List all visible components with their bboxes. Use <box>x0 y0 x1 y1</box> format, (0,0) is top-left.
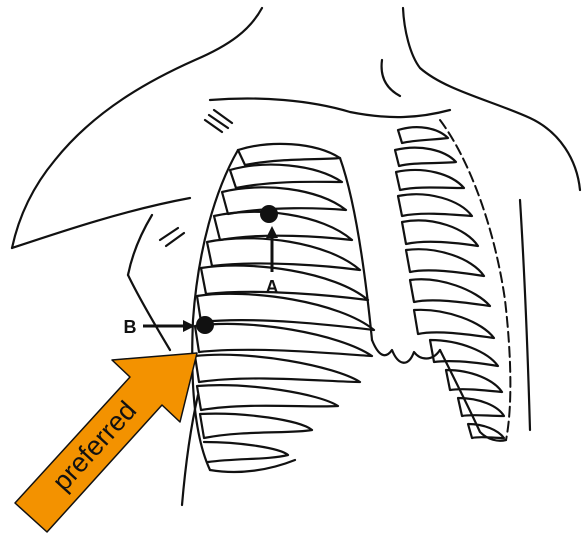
label-a: A <box>266 277 279 297</box>
rib <box>197 385 338 410</box>
rib <box>200 414 312 438</box>
site-b: B <box>124 316 215 337</box>
preferred-arrow: preferred <box>15 353 197 532</box>
rib <box>396 170 464 190</box>
rib <box>410 279 490 306</box>
site-a: A <box>260 205 279 297</box>
rib <box>430 340 498 366</box>
rib <box>395 148 456 166</box>
rib <box>195 355 360 382</box>
rib <box>204 442 288 462</box>
right-ribcage <box>395 120 510 441</box>
rib <box>238 144 340 165</box>
rib <box>414 310 494 338</box>
arrow-a-head <box>266 226 278 238</box>
site-a-dot <box>260 205 278 223</box>
rib <box>398 194 472 216</box>
rib <box>201 266 368 300</box>
rib <box>195 324 372 356</box>
label-b: B <box>124 317 137 337</box>
rib <box>398 127 448 143</box>
preferred-label: preferred <box>46 395 142 496</box>
rib <box>406 249 484 276</box>
rib <box>222 187 346 214</box>
rib <box>214 212 352 240</box>
left-ribcage <box>192 144 440 472</box>
site-b-dot <box>196 316 214 334</box>
rib <box>402 220 478 246</box>
rib <box>230 165 342 188</box>
